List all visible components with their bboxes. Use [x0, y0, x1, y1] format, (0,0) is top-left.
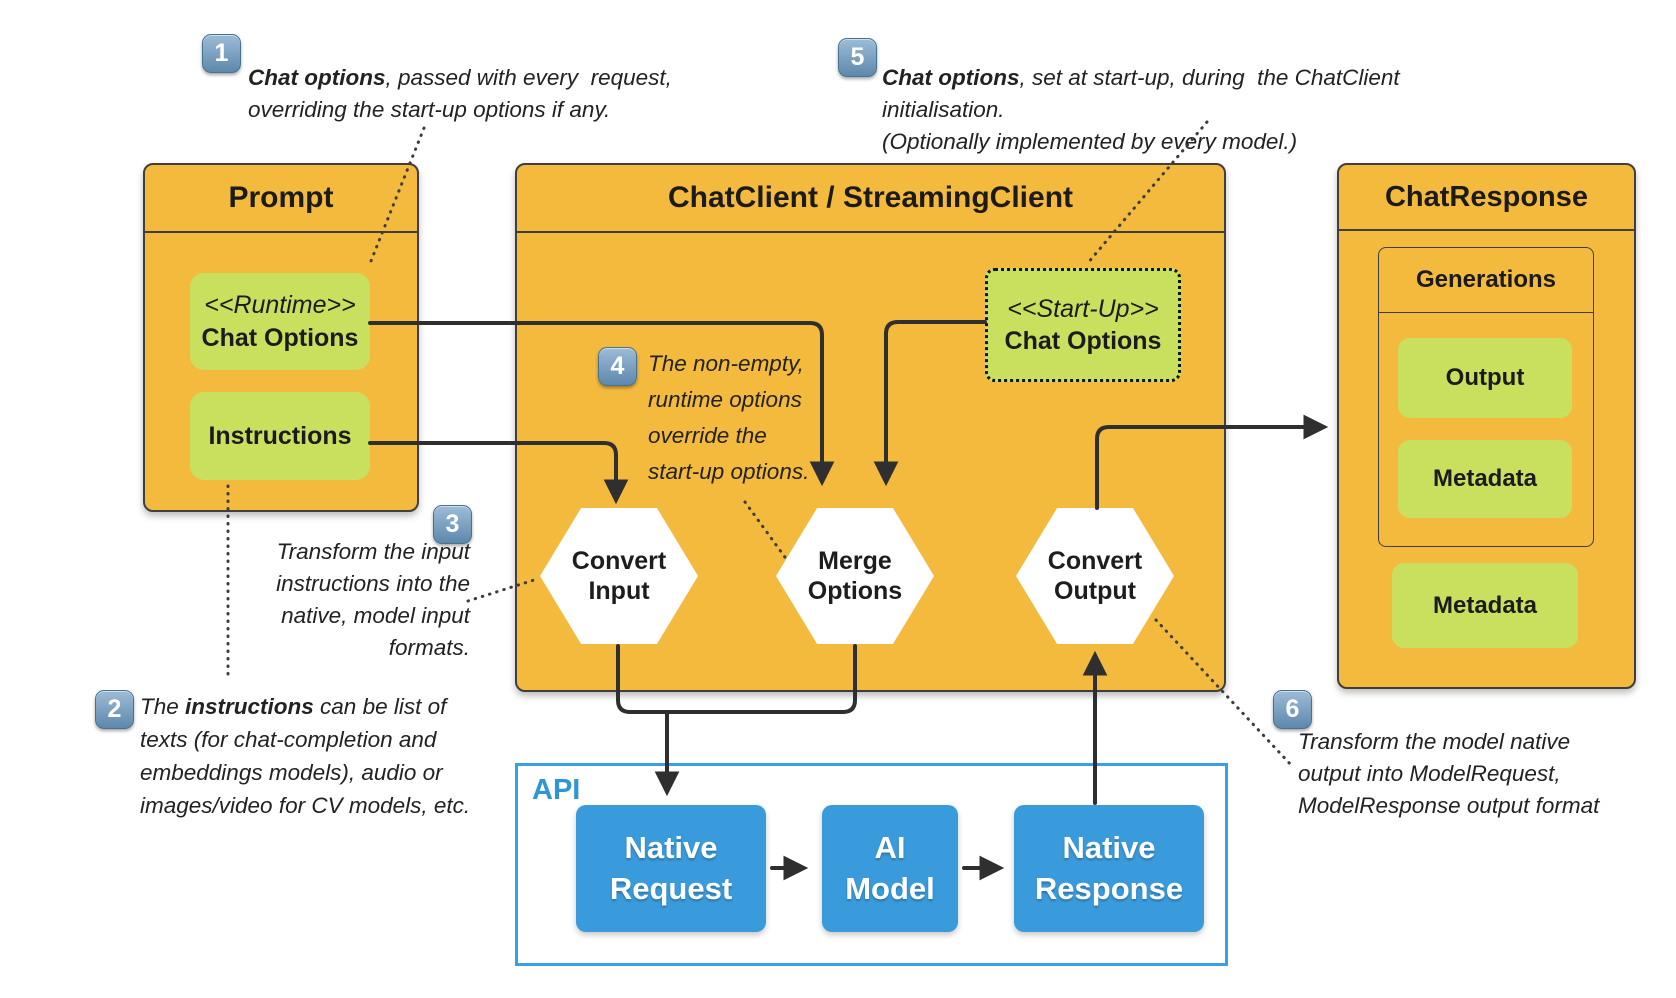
startup-chat-options-label: Chat Options — [1004, 327, 1162, 355]
native-response-label-line2: Response — [1034, 870, 1184, 906]
note4-line1: The non-empty, — [648, 351, 804, 376]
note5-rest: , set at start-up, during the ChatClient… — [882, 65, 1406, 122]
runtime-stereotype: <<Runtime>> — [204, 291, 356, 319]
generations-output-box: Output — [1398, 338, 1572, 418]
native-request-label-line1: Native — [624, 829, 718, 865]
note4-line4: start-up options. — [648, 459, 810, 484]
chatresponse-title: ChatResponse — [1339, 165, 1634, 231]
note3-line4: formats. — [388, 635, 470, 660]
generations-metadata-box: Metadata — [1398, 440, 1572, 518]
note1-rest: , passed with every request, — [385, 65, 672, 90]
note1-badge: 1 — [202, 34, 241, 73]
native-response-label-line1: Native — [1062, 829, 1156, 865]
note3-number: 3 — [445, 510, 460, 538]
note2-text: The instructions can be list of texts (f… — [140, 690, 500, 822]
merge-options-label-line1: Merge — [818, 546, 892, 575]
note1-line2: overriding the start-up options if any. — [248, 97, 611, 122]
instructions-box: Instructions — [190, 392, 370, 480]
note2-pre: The — [140, 694, 186, 719]
note2-post: can be list of — [313, 694, 447, 719]
note6-text: Transform the model native output into M… — [1298, 726, 1658, 822]
note6-number: 6 — [1285, 695, 1300, 723]
note2-number: 2 — [107, 695, 122, 723]
note2-line3: embeddings models), audio or — [140, 760, 443, 785]
instructions-label: Instructions — [208, 421, 352, 450]
convert-input-label-line1: Convert — [571, 546, 667, 575]
convert-input-label-line2: Input — [588, 577, 650, 605]
note4-number: 4 — [610, 352, 625, 380]
generations-metadata-label: Metadata — [1432, 465, 1538, 493]
merge-options-label-line2: Options — [807, 577, 903, 605]
note5-line2: (Optionally implemented by every model.) — [882, 129, 1298, 154]
runtime-chat-options-label: Chat Options — [201, 323, 359, 352]
note5-badge: 5 — [838, 38, 877, 77]
startup-stereotype: <<Start-Up>> — [1007, 294, 1159, 323]
note4-badge: 4 — [598, 347, 637, 386]
note6-line1: Transform the model native — [1298, 729, 1571, 754]
note4-text: The non-empty, runtime options override … — [648, 346, 928, 490]
response-metadata-box: Metadata — [1392, 563, 1578, 648]
generations-title: Generations — [1379, 248, 1593, 313]
note1-number: 1 — [214, 39, 229, 67]
prompt-title: Prompt — [145, 165, 417, 233]
note3-text: Transform the input instructions into th… — [240, 536, 470, 664]
response-metadata-label: Metadata — [1432, 591, 1538, 619]
note1-text: Chat options, passed with every request,… — [248, 62, 708, 126]
note4-line2: runtime options — [648, 387, 802, 412]
note5-text: Chat options, set at start-up, during th… — [882, 62, 1522, 158]
native-request-label-line2: Request — [609, 870, 733, 906]
note3-badge: 3 — [433, 505, 472, 544]
ai-model-box: AI Model — [822, 805, 958, 932]
note6-line2: output into ModelRequest, — [1298, 761, 1561, 786]
ai-model-label-line2: Model — [845, 870, 935, 906]
convert-output-label-line2: Output — [1054, 577, 1136, 605]
chatclient-title: ChatClient / StreamingClient — [517, 165, 1224, 233]
ai-model-label-line1: AI — [874, 829, 906, 865]
note2-badge: 2 — [95, 690, 134, 729]
note5-bold: Chat options — [882, 65, 1020, 90]
native-response-box: Native Response — [1014, 805, 1204, 932]
note3-line3: native, model input — [281, 603, 470, 628]
api-label: API — [532, 774, 581, 806]
note6-badge: 6 — [1273, 690, 1312, 729]
note1-bold: Chat options — [248, 65, 386, 90]
native-request-box: Native Request — [576, 805, 766, 932]
note2-line2: texts (for chat-completion and — [140, 727, 437, 752]
generations-output-label: Output — [1445, 364, 1525, 392]
note5-number: 5 — [850, 43, 865, 71]
runtime-chat-options-box: <<Runtime>> Chat Options — [190, 273, 370, 370]
note4-line3: override the — [648, 423, 767, 448]
note3-line2: instructions into the — [276, 571, 470, 596]
startup-chat-options-box: <<Start-Up>> Chat Options — [985, 268, 1181, 382]
convert-output-label-line1: Convert — [1047, 546, 1143, 575]
note6-line3: ModelResponse output format — [1298, 793, 1600, 818]
note3-line1: Transform the input — [276, 539, 470, 564]
note2-line4: images/video for CV models, etc. — [140, 793, 471, 818]
note2-bold: instructions — [185, 694, 314, 719]
